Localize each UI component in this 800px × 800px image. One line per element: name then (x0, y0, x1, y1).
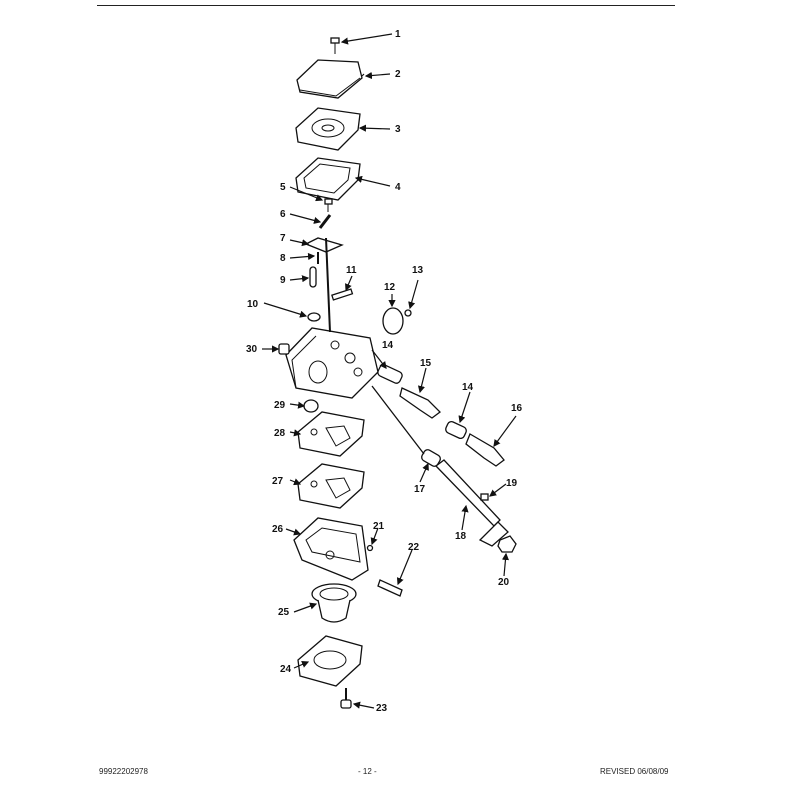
callout-2: 2 (395, 69, 401, 80)
callout-8: 8 (280, 253, 286, 264)
callout-4: 4 (395, 182, 401, 193)
callout-19: 19 (506, 478, 518, 489)
callout-9: 9 (280, 275, 286, 286)
callout-30: 30 (246, 344, 258, 355)
part-27-diaphragm (297, 463, 365, 509)
part-12-disc (382, 307, 404, 335)
callout-13: 13 (412, 265, 424, 276)
part-10-screw (307, 312, 321, 322)
part-29-cap (303, 399, 319, 413)
part-16-needle (465, 433, 505, 467)
callout-28: 28 (274, 428, 286, 439)
part-24-gasket (297, 635, 363, 687)
carburetor-body (285, 237, 379, 399)
part-28-gasket (297, 411, 365, 457)
part-15-needle (399, 387, 441, 419)
leader-lines (262, 33, 517, 709)
top-rule (97, 5, 675, 6)
callout-27: 27 (272, 476, 284, 487)
part-22-screw (377, 579, 403, 597)
part-18-shaft (371, 385, 509, 547)
callout-20: 20 (498, 577, 510, 588)
part-19-screw (480, 493, 489, 501)
part-25-cup (311, 583, 357, 623)
callout-12: 12 (384, 282, 396, 293)
footer-page-number: - 12 - (358, 767, 377, 776)
callout-23: 23 (376, 703, 388, 714)
callout-numbers: 1 2 3 4 5 6 7 8 9 10 11 12 13 14 15 14 1… (246, 29, 523, 714)
part-14-spring-lower (445, 421, 467, 439)
callout-17: 17 (414, 484, 426, 495)
callout-15: 15 (420, 358, 432, 369)
callout-24: 24 (280, 664, 292, 675)
part-3-diaphragm (295, 107, 361, 151)
part-11-pin (331, 288, 354, 301)
part-13-screw (404, 309, 412, 317)
callout-22: 22 (408, 542, 420, 553)
part-6-pin (318, 214, 332, 229)
part-14-spring-upper (377, 364, 403, 384)
part-9-spring (309, 266, 317, 288)
callout-1: 1 (395, 29, 401, 40)
callout-29: 29 (274, 400, 286, 411)
callout-26: 26 (272, 524, 284, 535)
callout-6: 6 (280, 209, 286, 220)
part-30-plug (278, 343, 290, 355)
part-5-screw (324, 198, 333, 212)
part-26-cover (293, 517, 369, 581)
part-1-screw (330, 37, 340, 54)
callout-7: 7 (280, 233, 286, 244)
callout-18: 18 (455, 531, 467, 542)
footer-revision-date: REVISED 06/08/09 (600, 767, 669, 776)
part-2-cover (296, 59, 363, 99)
part-21-pin (366, 544, 374, 552)
callout-21: 21 (373, 521, 385, 532)
footer-part-number: 99922202978 (99, 767, 148, 776)
callout-10: 10 (247, 299, 259, 310)
callout-16: 16 (511, 403, 523, 414)
callout-14b: 14 (462, 382, 474, 393)
part-7-lever (304, 237, 344, 253)
part-23-screw (340, 688, 352, 709)
callout-5: 5 (280, 182, 286, 193)
part-20-nut (497, 535, 517, 553)
callout-11: 11 (346, 265, 357, 276)
callout-14: 14 (382, 340, 394, 351)
callout-25: 25 (278, 607, 290, 618)
callout-3: 3 (395, 124, 401, 135)
